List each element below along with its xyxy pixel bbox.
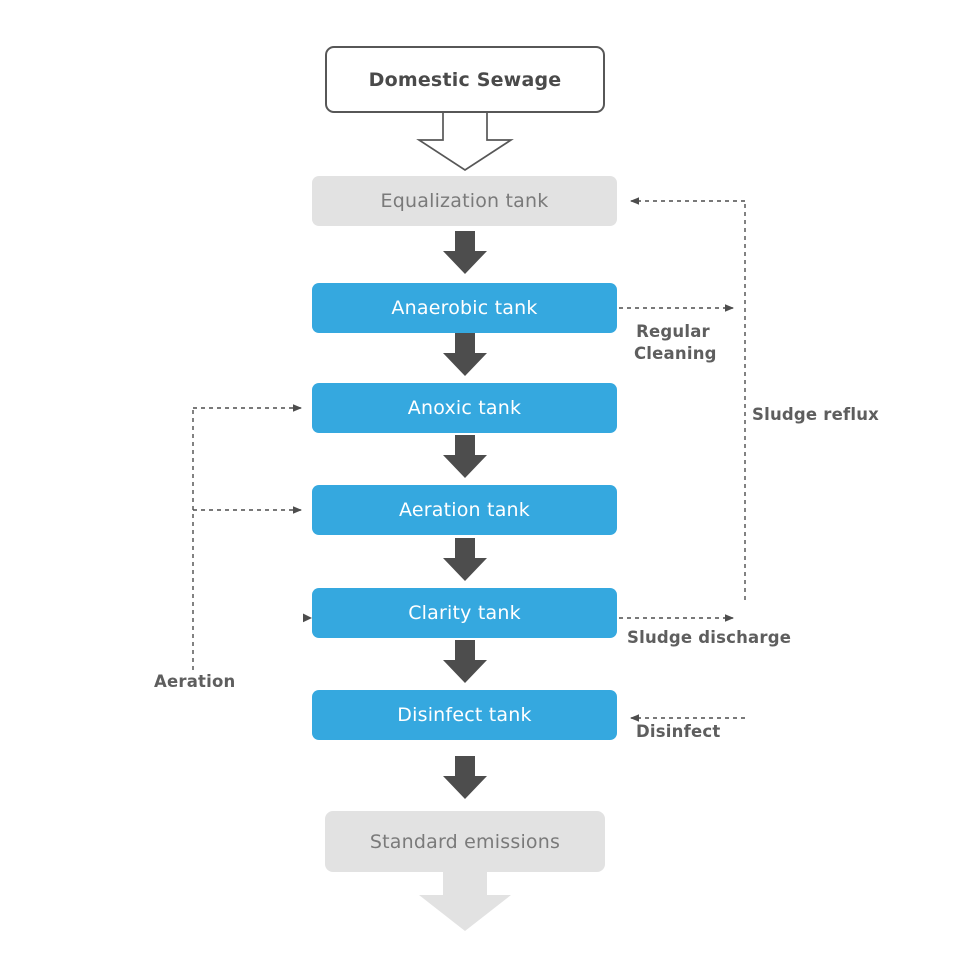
node-label: Domestic Sewage — [368, 68, 562, 91]
label-line-2: Cleaning — [634, 344, 717, 363]
node-standard-emissions[interactable]: Standard emissions — [325, 811, 605, 872]
label-line-1: Regular — [636, 322, 710, 341]
node-label: Disinfect tank — [397, 704, 532, 726]
node-anoxic-tank[interactable]: Anoxic tank — [312, 383, 617, 433]
edge-aeration-feed — [192, 404, 312, 670]
node-equalization-tank[interactable]: Equalization tank — [312, 176, 617, 226]
flow-arrow-aeration-to-clarity — [443, 538, 487, 581]
flow-arrow-anaerobic-to-anoxic — [443, 333, 487, 376]
label-regular-cleaning: Regular Cleaning — [634, 321, 717, 365]
outflow-arrow — [419, 869, 511, 931]
node-aeration-tank[interactable]: Aeration tank — [312, 485, 617, 535]
node-label: Clarity tank — [408, 602, 521, 624]
node-label: Anaerobic tank — [391, 297, 538, 319]
inflow-arrow-outline — [416, 111, 514, 172]
flow-arrow-clarity-to-disinfect — [443, 640, 487, 683]
node-anaerobic-tank[interactable]: Anaerobic tank — [312, 283, 617, 333]
label-sludge-discharge: Sludge discharge — [627, 628, 792, 647]
flow-arrow-equalization-to-anaerobic — [443, 231, 487, 274]
node-label: Aeration tank — [399, 499, 530, 521]
flow-arrow-disinfect-to-emissions — [443, 756, 487, 799]
label-sludge-reflux: Sludge reflux — [752, 405, 879, 424]
flow-arrow-anoxic-to-aeration — [443, 435, 487, 478]
label-disinfect-feed: Disinfect — [636, 722, 721, 741]
node-domestic-sewage[interactable]: Domestic Sewage — [325, 46, 605, 113]
node-clarity-tank[interactable]: Clarity tank — [312, 588, 617, 638]
node-label: Anoxic tank — [407, 397, 522, 419]
node-label: Equalization tank — [380, 190, 549, 212]
node-label: Standard emissions — [369, 830, 561, 853]
label-aeration-feed: Aeration — [154, 672, 236, 691]
edge-sludge-reflux — [630, 197, 746, 600]
node-disinfect-tank[interactable]: Disinfect tank — [312, 690, 617, 740]
